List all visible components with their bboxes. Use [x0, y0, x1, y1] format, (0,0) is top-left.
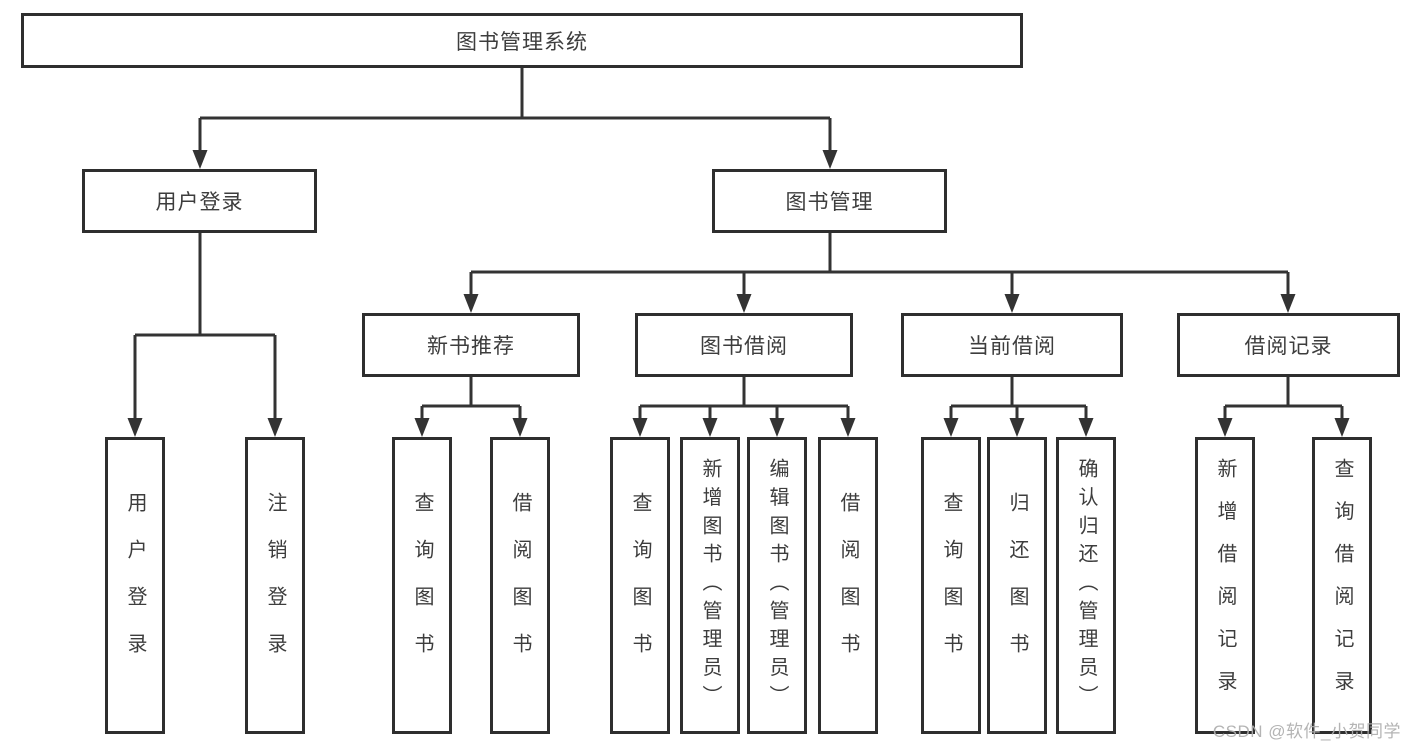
csdn-watermark: CSDN @软件_小贺同学 [1212, 722, 1401, 741]
node-label: 借阅记录 [1244, 335, 1333, 358]
arrow-down-icon [632, 418, 648, 437]
leaf-logout: 注销登录 [245, 437, 305, 734]
node-label: 当前借阅 [968, 335, 1056, 358]
leaf-label: 注销登录 [264, 491, 286, 680]
arrow-down-icon [736, 294, 752, 313]
leaf-label: 查询图书 [629, 491, 651, 680]
leaf-label: 用户登录 [124, 491, 146, 680]
leaf-label: 编辑图书（管理员） [766, 458, 788, 713]
arrowheads [127, 150, 1350, 437]
node-new-book-recommendation: 新书推荐 [362, 313, 580, 377]
arrow-down-icon [1009, 418, 1025, 437]
node-book-management: 图书管理 [712, 169, 947, 233]
arrow-down-icon [943, 418, 959, 437]
node-current-borrowing: 当前借阅 [901, 313, 1123, 377]
leaf-add-borrow-record: 新增借阅记录 [1195, 437, 1255, 734]
leaf-label: 查询图书 [411, 491, 433, 680]
leaf-label: 借阅图书 [509, 491, 531, 680]
node-label: 图书管理系统 [456, 30, 588, 54]
arrow-down-icon [127, 418, 143, 437]
arrow-down-icon [1004, 294, 1020, 313]
node-borrowing-records: 借阅记录 [1177, 313, 1400, 377]
arrow-down-icon [822, 150, 838, 169]
leaf-return-books: 归还图书 [987, 437, 1047, 734]
arrow-down-icon [769, 418, 785, 437]
node-label: 新书推荐 [427, 335, 515, 358]
node-label: 用户登录 [155, 191, 244, 214]
arrow-down-icon [840, 418, 856, 437]
arrow-down-icon [512, 418, 528, 437]
leaf-borrow-books: 借阅图书 [818, 437, 878, 734]
arrow-down-icon [1078, 418, 1094, 437]
arrow-down-icon [1217, 418, 1233, 437]
leaf-query-books-recommend: 查询图书 [392, 437, 452, 734]
leaf-label: 确认归还（管理员） [1075, 458, 1097, 713]
leaf-edit-books-admin: 编辑图书（管理员） [747, 437, 807, 734]
leaf-query-books-borrow: 查询图书 [610, 437, 670, 734]
arrow-down-icon [192, 150, 208, 169]
leaf-label: 归还图书 [1006, 491, 1028, 680]
arrow-down-icon [1280, 294, 1296, 313]
leaf-label: 新增借阅记录 [1214, 458, 1236, 713]
leaf-label: 查询借阅记录 [1331, 458, 1353, 713]
node-user-login: 用户登录 [82, 169, 317, 233]
arrow-down-icon [702, 418, 718, 437]
node-label: 图书借阅 [700, 335, 788, 358]
arrow-down-icon [267, 418, 283, 437]
leaf-query-borrow-record: 查询借阅记录 [1312, 437, 1372, 734]
leaf-user-login: 用户登录 [105, 437, 165, 734]
arrow-down-icon [463, 294, 479, 313]
leaf-borrow-books-recommend: 借阅图书 [490, 437, 550, 734]
leaf-add-books-admin: 新增图书（管理员） [680, 437, 740, 734]
leaf-query-books-current: 查询图书 [921, 437, 981, 734]
node-library-system: 图书管理系统 [21, 13, 1023, 68]
arrow-down-icon [414, 418, 430, 437]
leaf-confirm-return-admin: 确认归还（管理员） [1056, 437, 1116, 734]
leaf-label: 借阅图书 [837, 491, 859, 680]
node-book-borrowing: 图书借阅 [635, 313, 853, 377]
leaf-label: 查询图书 [940, 491, 962, 680]
leaf-label: 新增图书（管理员） [699, 458, 721, 713]
arrow-down-icon [1334, 418, 1350, 437]
node-label: 图书管理 [785, 191, 874, 214]
tree-edges [133, 68, 1344, 420]
